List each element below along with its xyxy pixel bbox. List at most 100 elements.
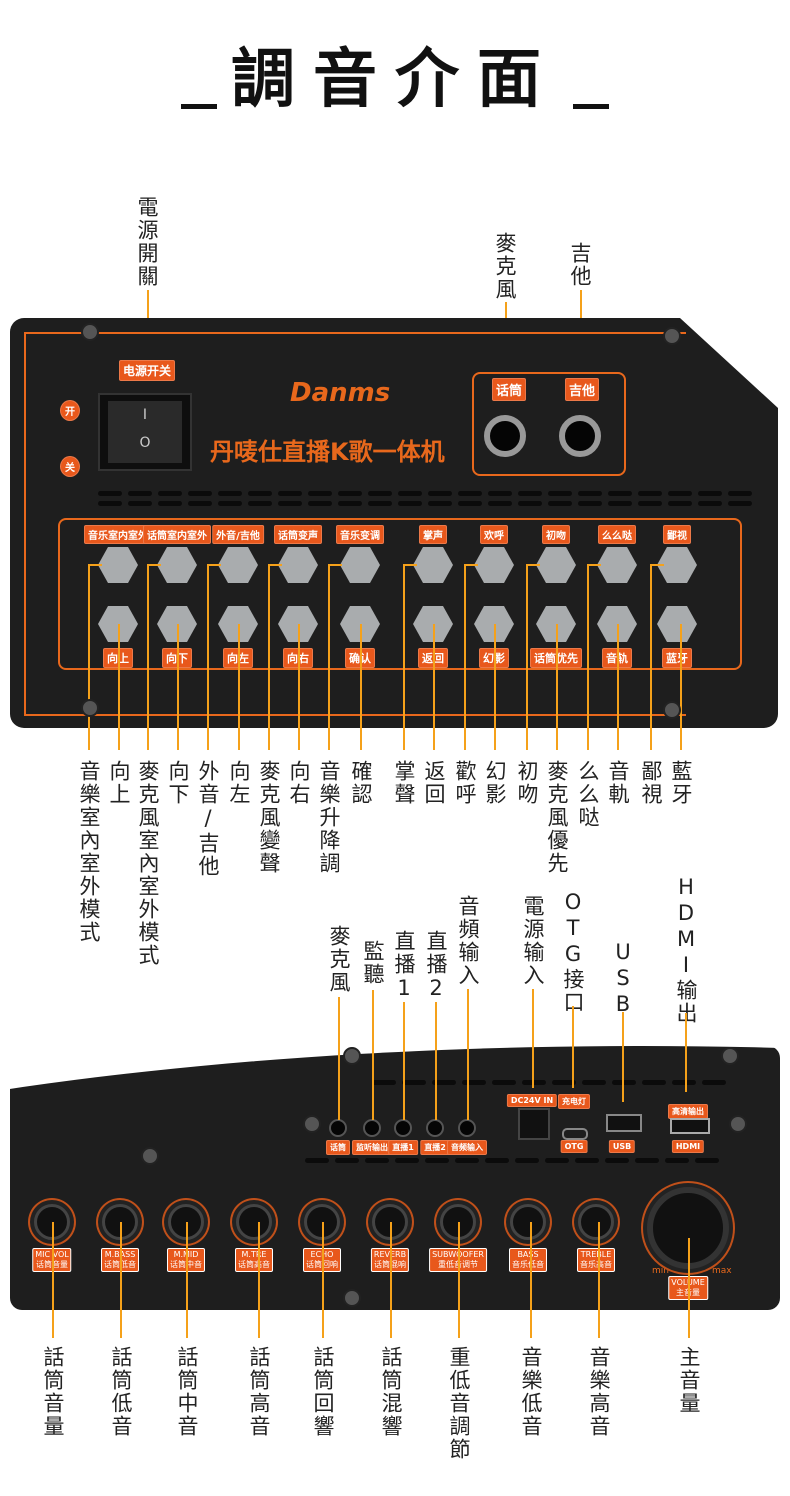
audio-jack[interactable] (363, 1119, 381, 1137)
hdmi-tag: HDMI (671, 1140, 705, 1153)
knob-callout: 話筒中音 (175, 1346, 199, 1438)
port-callout: USB (611, 940, 635, 1018)
knob-callout: 話筒回響 (311, 1346, 335, 1438)
jack-tag: 直播2 (420, 1140, 450, 1155)
button-callout: 掌聲 (392, 760, 416, 806)
button-tag: 外音/吉他 (212, 525, 264, 544)
callout-line (572, 1006, 574, 1088)
knob-callout: 話筒音量 (41, 1346, 65, 1438)
callout-line (118, 624, 120, 750)
vent (368, 501, 392, 506)
vent (188, 491, 212, 496)
button-callout: 鄙視 (639, 760, 663, 806)
vent (248, 491, 272, 496)
mic-jack[interactable] (484, 415, 526, 457)
button-callout: 歡呼 (453, 760, 477, 806)
vent (128, 501, 152, 506)
callout-line (328, 564, 330, 750)
usb-port[interactable] (606, 1114, 642, 1132)
vent (395, 1158, 419, 1163)
button-callout: 麥克風變聲 (257, 760, 281, 875)
vent (98, 491, 122, 496)
vent (702, 1080, 726, 1085)
callout-line (587, 564, 601, 566)
vent (698, 501, 722, 506)
button-callout: 麥克風室內室外模式 (136, 760, 160, 967)
vent (638, 491, 662, 496)
vent (515, 1158, 539, 1163)
callout-line (268, 564, 282, 566)
vent (668, 491, 692, 496)
vent (462, 1080, 486, 1085)
function-button[interactable] (218, 547, 258, 583)
vent (545, 1158, 569, 1163)
vent (248, 501, 272, 506)
hdmi-top-tag: 高清输出 (668, 1104, 708, 1119)
screw (721, 1047, 739, 1065)
knob[interactable] (578, 1204, 614, 1240)
callout-line (464, 564, 478, 566)
button-callout: 初吻 (515, 760, 539, 806)
button-callout: 向右 (287, 760, 311, 806)
callout-line (238, 624, 240, 750)
vent (518, 501, 542, 506)
callout-line (372, 990, 374, 1120)
knob-tag-line: M.TRE (241, 1250, 267, 1259)
button-callout: 向上 (107, 760, 131, 806)
port-callout: 直播1 (392, 930, 416, 1002)
callout-line (435, 1002, 437, 1120)
screw (343, 1289, 361, 1307)
function-button[interactable] (597, 547, 637, 583)
audio-jack[interactable] (458, 1119, 476, 1137)
otg-port[interactable] (562, 1128, 588, 1140)
dc-jack[interactable] (518, 1108, 550, 1140)
charge-tag: 充电灯 (558, 1094, 590, 1109)
screw (343, 1047, 361, 1065)
vent (398, 491, 422, 496)
callout-line (88, 564, 90, 750)
guitar-jack[interactable] (559, 415, 601, 457)
port-callout: 直播2 (424, 930, 448, 1002)
callout-line (467, 989, 469, 1120)
vent (728, 491, 752, 496)
jack-tag: 直播1 (388, 1140, 418, 1155)
knob[interactable] (510, 1204, 546, 1240)
title-text: 調音介面 (231, 43, 559, 117)
port-callout: 電源输入 (521, 895, 545, 987)
vent (335, 1158, 359, 1163)
knob-tag-line: 话筒高音 (238, 1260, 270, 1269)
vent (158, 501, 182, 506)
audio-jack[interactable] (329, 1119, 347, 1137)
button-callout: 向下 (166, 760, 190, 806)
vent (425, 1158, 449, 1163)
screw (729, 1115, 747, 1133)
function-button[interactable] (157, 547, 197, 583)
nav-button[interactable] (657, 606, 697, 642)
port-callout: 音頻输入 (456, 895, 480, 987)
hdmi-port[interactable] (670, 1118, 710, 1134)
vent (488, 491, 512, 496)
callout-line (532, 989, 534, 1088)
page-title: 調音介面 (0, 28, 790, 120)
button-tag: 鄙视 (663, 525, 691, 544)
knob-callout: 音樂低音 (519, 1346, 543, 1438)
audio-jack[interactable] (426, 1119, 444, 1137)
knob[interactable] (236, 1204, 272, 1240)
knob-tag-line: 话筒音量 (35, 1260, 68, 1270)
vent (698, 491, 722, 496)
vent (455, 1158, 479, 1163)
audio-jack[interactable] (394, 1119, 412, 1137)
vent (188, 501, 212, 506)
callout-line (650, 564, 664, 566)
function-button[interactable] (536, 547, 576, 583)
callout-guitar: 吉他 (568, 242, 592, 288)
vent (575, 1158, 599, 1163)
button-callout: 確認 (349, 760, 373, 806)
button-tag: 掌声 (419, 525, 447, 544)
knob-callout: 話筒混響 (379, 1346, 403, 1438)
vent (608, 491, 632, 496)
jack-tag: 话筒 (326, 1140, 350, 1155)
